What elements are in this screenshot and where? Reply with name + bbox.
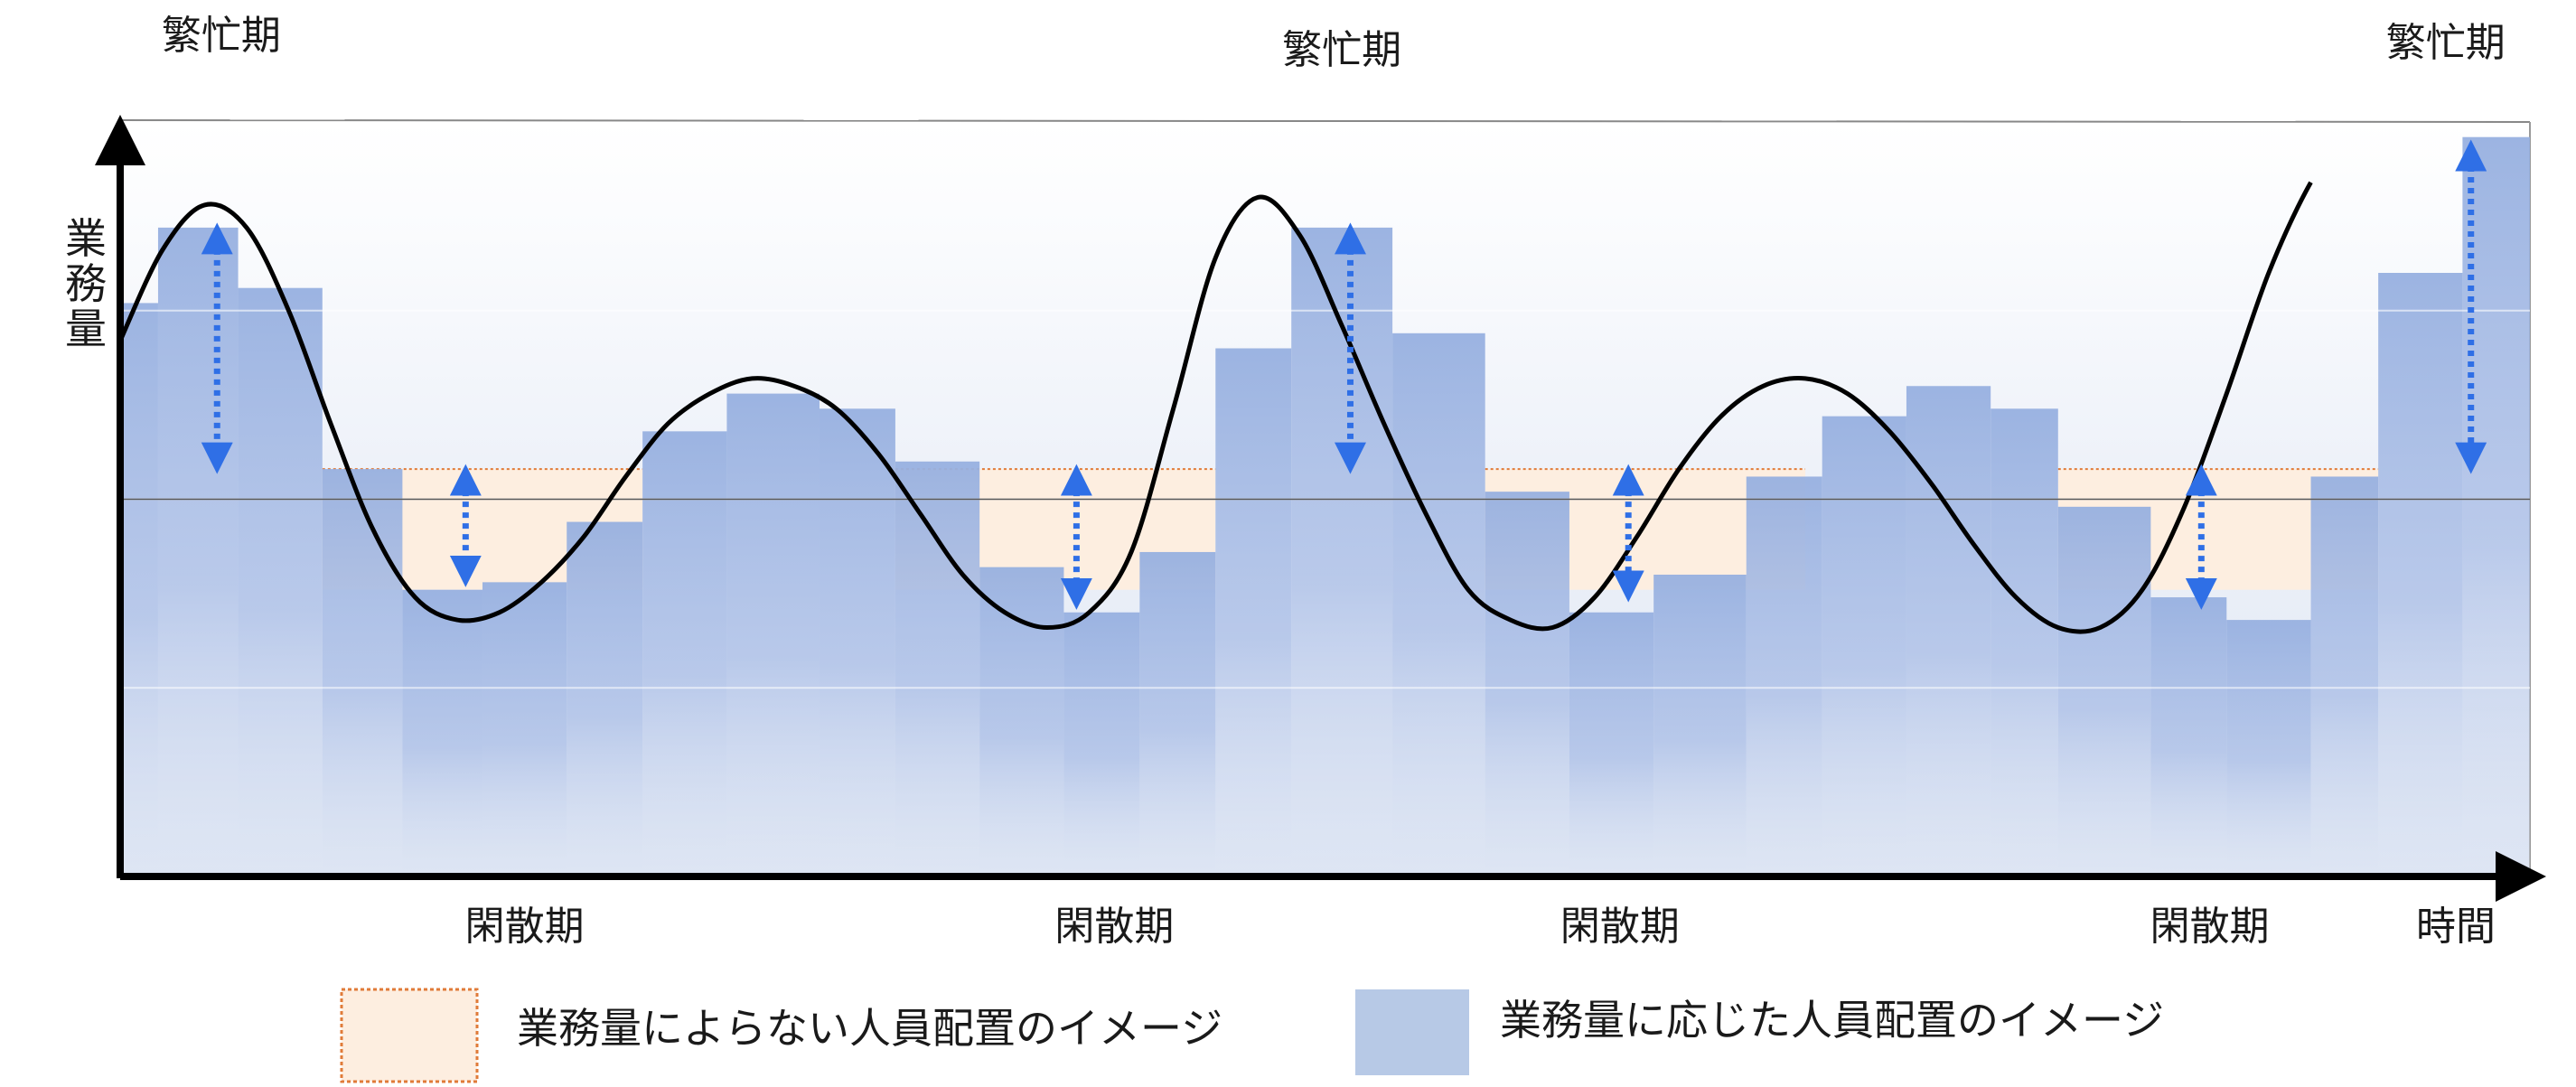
staffing-bar-29 xyxy=(2462,136,2530,876)
staffing-bar-23 xyxy=(1991,408,2058,876)
staffing-bar-13 xyxy=(1139,551,1216,876)
staffing-bar-7 xyxy=(642,431,727,876)
legend-swatch-proportional xyxy=(1355,989,1469,1075)
staffing-bar-0 xyxy=(120,303,158,876)
staffing-bar-12 xyxy=(1063,612,1140,876)
staffing-bar-1 xyxy=(157,227,239,876)
staffing-bar-9 xyxy=(819,408,895,876)
legend-swatch-fixed xyxy=(340,988,479,1083)
staffing-bar-2 xyxy=(238,287,323,876)
slow-period-label-3: 閑散期 xyxy=(2150,904,2270,950)
slow-period-label-2: 閑散期 xyxy=(1560,904,1680,950)
busy-period-label-2: 繁忙期 xyxy=(2386,20,2506,66)
x-axis-label: 時間 xyxy=(2416,904,2496,950)
staffing-bar-25 xyxy=(2150,597,2227,876)
busy-period-labels: 繁忙期 繁忙期 繁忙期 xyxy=(162,13,2506,73)
staffing-bar-11 xyxy=(979,567,1064,876)
workload-curve xyxy=(117,181,2313,634)
staffing-bar-19 xyxy=(1653,575,1747,876)
plot-area xyxy=(117,119,2531,877)
legend-label-fixed: 業務量によらない人員配置のイメージ xyxy=(517,1004,1222,1053)
slow-period-label-0: 閑散期 xyxy=(465,904,585,950)
y-axis-label: 業務量 xyxy=(65,214,107,353)
staffing-bar-21 xyxy=(1822,416,1906,876)
staffing-bar-3 xyxy=(322,469,403,876)
staffing-bar-24 xyxy=(2057,506,2151,876)
staffing-bar-17 xyxy=(1485,492,1569,876)
gap-arrow-layer xyxy=(201,139,2487,610)
staffing-bar-5 xyxy=(482,582,567,876)
staffing-bar-26 xyxy=(2226,620,2311,876)
legend: 業務量によらない人員配置のイメージ 業務量に応じた人員配置のイメージ xyxy=(340,988,2164,1083)
busy-period-label-1: 繁忙期 xyxy=(1282,27,1401,73)
staffing-bar-14 xyxy=(1215,348,1292,876)
staffing-bar-22 xyxy=(1906,386,1991,876)
staffing-bar-4 xyxy=(402,589,482,876)
staffing-bar-27 xyxy=(2310,476,2379,876)
slow-period-labels: 閑散期 閑散期 閑散期 閑散期 xyxy=(465,904,2270,950)
staffing-bar-10 xyxy=(895,461,980,876)
staffing-bar-16 xyxy=(1392,333,1485,876)
staffing-bar-6 xyxy=(567,521,643,876)
top-border xyxy=(119,119,2531,123)
staffing-bar-20 xyxy=(1746,476,1822,876)
slow-period-label-1: 閑散期 xyxy=(1054,904,1174,950)
grid-layer xyxy=(120,309,2530,689)
curve-layer xyxy=(117,181,2313,634)
busy-period-label-0: 繁忙期 xyxy=(162,13,281,59)
staffing-bar-8 xyxy=(726,393,820,877)
legend-label-proportional: 業務量に応じた人員配置のイメージ xyxy=(1500,996,2164,1045)
staffing-bar-18 xyxy=(1569,612,1654,876)
staffing-bar-28 xyxy=(2378,273,2463,876)
